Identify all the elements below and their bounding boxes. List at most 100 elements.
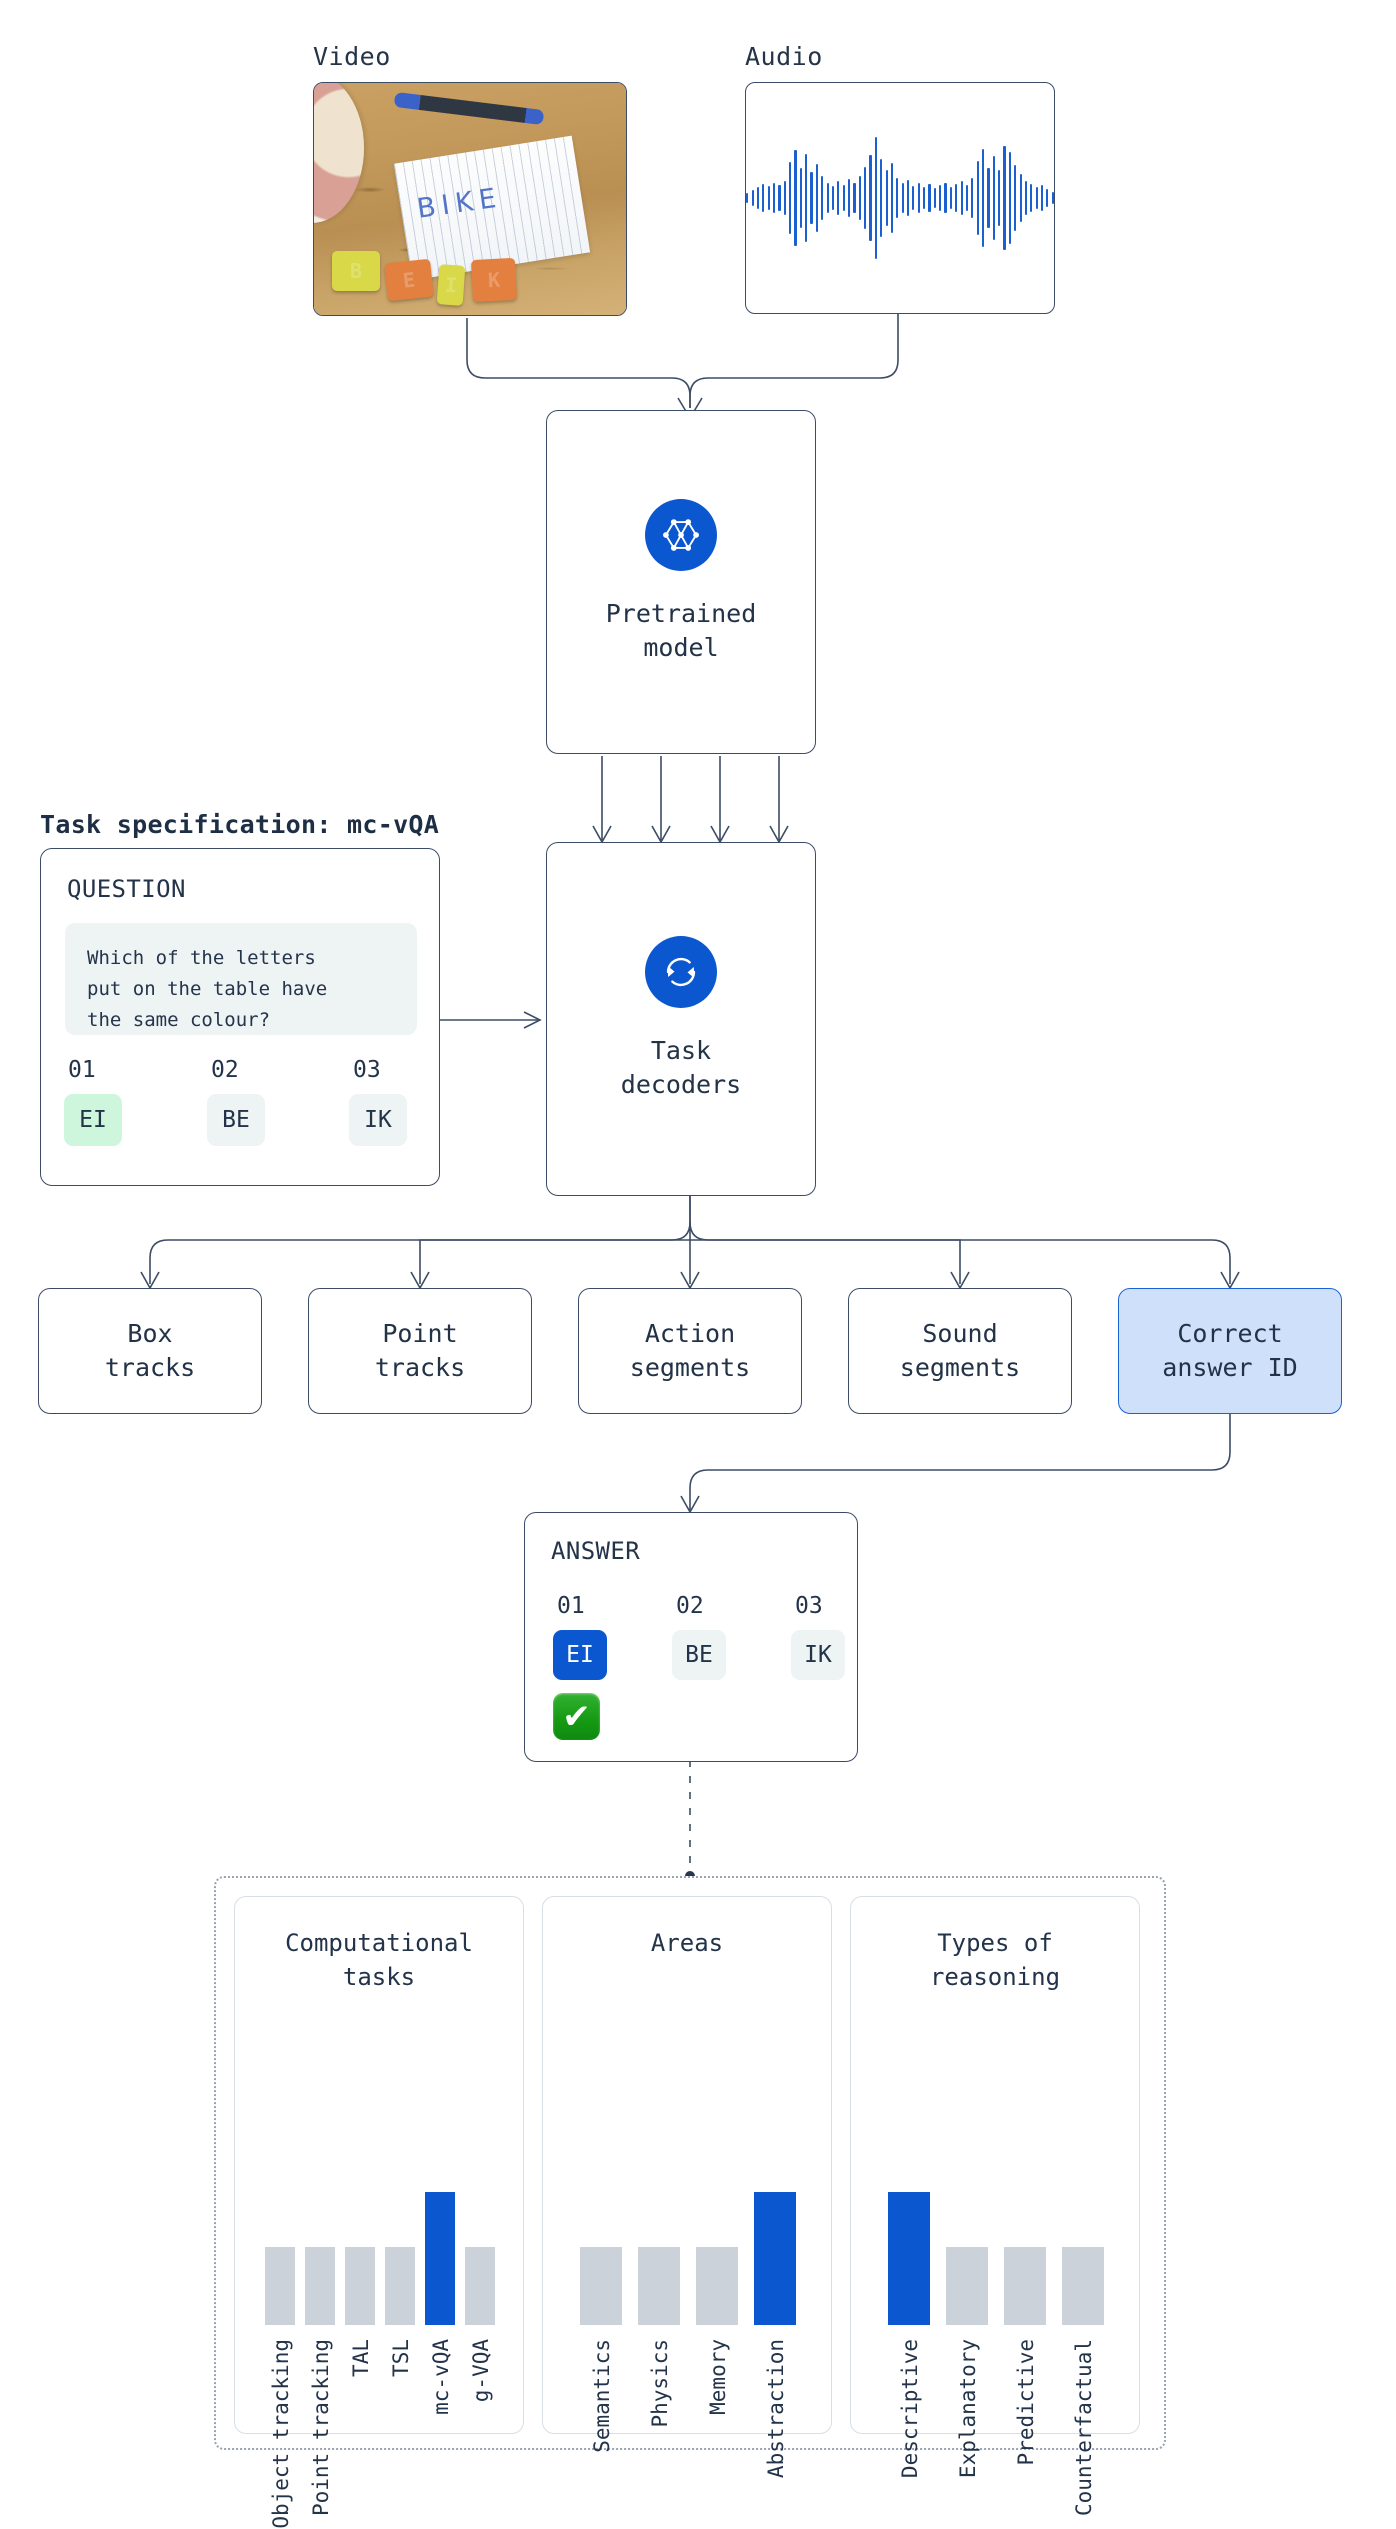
waveform-bar <box>928 184 931 212</box>
bar-mc-vqa <box>425 2192 455 2325</box>
pretrained-model-label: Pretrained model <box>605 598 757 663</box>
green-check-mark-icon: ✔ <box>553 1693 600 1740</box>
waveform-bar <box>805 154 808 242</box>
output-correct-answer-id[interactable]: Correct answer ID <box>1118 1288 1342 1414</box>
bar-label-descriptive: Descriptive <box>898 2339 922 2479</box>
bar-label-memory: Memory <box>706 2339 730 2415</box>
spec-option-chip-2[interactable]: BE <box>207 1094 265 1146</box>
waveform-bar <box>794 150 797 246</box>
waveform-bar <box>880 159 883 237</box>
answer-card-title: ANSWER <box>551 1537 641 1565</box>
answer-option-chip-1[interactable]: EI <box>553 1630 607 1680</box>
waveform-bar <box>912 186 915 210</box>
waveform-bar <box>1024 181 1028 215</box>
output-sound-segments[interactable]: Sound segments <box>848 1288 1072 1414</box>
waveform-bar <box>799 168 802 228</box>
waveform-bar <box>987 168 990 228</box>
bar-abstraction <box>754 2192 796 2325</box>
waveform-bar <box>981 149 985 247</box>
waveform-bar <box>874 137 877 259</box>
question-text: Which of the letters put on the table ha… <box>87 947 328 1031</box>
waveform-bar <box>923 187 926 209</box>
video-thumbnail[interactable]: BIKE B E I K <box>313 82 627 316</box>
waveform-bar <box>810 172 813 224</box>
task-decoders-node[interactable]: Task decoders <box>546 842 816 1196</box>
waveform-bar <box>772 183 776 213</box>
letter-block-e: E <box>384 258 434 302</box>
waveform-bar <box>906 180 910 216</box>
bar-memory <box>696 2247 738 2325</box>
output-point-tracks[interactable]: Point tracks <box>308 1288 532 1414</box>
panel-title-types-of-reasoning: Types of reasoning <box>929 1929 1061 1991</box>
answer-option-chip-2[interactable]: BE <box>672 1630 726 1680</box>
bar-label-counterfactual: Counterfactual <box>1072 2339 1096 2517</box>
waveform-bar <box>1030 184 1033 212</box>
bar-label-tal: TAL <box>349 2339 373 2377</box>
audio-waveform-box[interactable] <box>745 82 1055 314</box>
bar-counterfactual <box>1062 2247 1104 2325</box>
bar-label-abstraction: Abstraction <box>764 2339 788 2479</box>
graph-network-icon <box>645 498 717 571</box>
waveform-bar <box>896 178 899 218</box>
output-box-tracks[interactable]: Box tracks <box>38 1288 262 1414</box>
spec-option-chip-1[interactable]: EI <box>64 1094 122 1146</box>
video-frame: BIKE B E I K <box>314 83 626 315</box>
task-spec-heading-text: Task specification: mc-vQA <box>40 810 440 839</box>
bar-tsl <box>385 2247 415 2325</box>
task-spec-card[interactable]: QUESTION Which of the letters put on the… <box>40 848 440 1186</box>
output-label-correct-answer-id: Correct answer ID <box>1162 1318 1298 1383</box>
waveform-bar <box>998 170 1001 226</box>
pretrained-model-node[interactable]: Pretrained model <box>546 410 816 754</box>
bar-tal <box>345 2247 375 2325</box>
bar-label-explanatory: Explanatory <box>956 2339 980 2479</box>
waveform-bar <box>949 187 952 209</box>
audio-caption: Audio <box>745 42 823 71</box>
letter-block-i: I <box>436 264 466 306</box>
waveform-bar <box>746 193 749 203</box>
spec-option-chip-3[interactable]: IK <box>349 1094 407 1146</box>
waveform-bar <box>960 181 963 215</box>
waveform-bar <box>917 183 920 213</box>
waveform-bar <box>789 162 792 234</box>
answer-option-chip-3[interactable]: IK <box>791 1630 845 1680</box>
waveform-bar <box>853 183 856 213</box>
waveform-bar <box>842 185 845 211</box>
waveform-bar <box>762 184 765 212</box>
bar-predictive <box>1004 2247 1046 2325</box>
output-action-segments[interactable]: Action segments <box>578 1288 802 1414</box>
bar-label-tsl: TSL <box>389 2339 413 2377</box>
waveform-bar <box>965 185 969 211</box>
waveform-bar <box>815 164 819 232</box>
waveform-bar <box>858 176 861 220</box>
panel-types-of-reasoning[interactable]: Types of reasoning Descriptive Explanator… <box>850 1896 1140 2516</box>
output-label-sound-segments: Sound segments <box>899 1318 1021 1383</box>
waveform-bar <box>783 181 786 215</box>
answer-option-num-3: 03 <box>795 1593 823 1619</box>
video-caption: Video <box>313 42 391 71</box>
bar-g-vqa <box>465 2247 495 2325</box>
waveform-bar <box>1008 152 1011 244</box>
bar-object-tracking <box>265 2247 295 2325</box>
waveform-bar <box>1019 174 1022 222</box>
refresh-sync-icon <box>645 935 717 1008</box>
handwritten-word: BIKE <box>415 182 504 225</box>
waveform-bar <box>1051 192 1054 204</box>
waveform-bar <box>955 184 958 212</box>
spec-option-num-2: 02 <box>211 1057 239 1083</box>
bar-physics <box>638 2247 680 2325</box>
waveform-bar <box>837 181 840 215</box>
waveform-bar <box>885 170 888 226</box>
bar-label-mc-vqa: mc-vQA <box>429 2339 453 2415</box>
task-decoders-label: Task decoders <box>620 1035 742 1100</box>
waveform-bar <box>1035 187 1038 209</box>
answer-card[interactable]: ANSWER 01 EI 02 BE 03 IK ✔ <box>524 1512 858 1762</box>
waveform-bar <box>939 185 942 211</box>
waveform-bar <box>756 187 760 209</box>
waveform-bar <box>1014 165 1017 231</box>
bar-explanatory <box>946 2247 988 2325</box>
bar-label-predictive: Predictive <box>1014 2339 1038 2466</box>
